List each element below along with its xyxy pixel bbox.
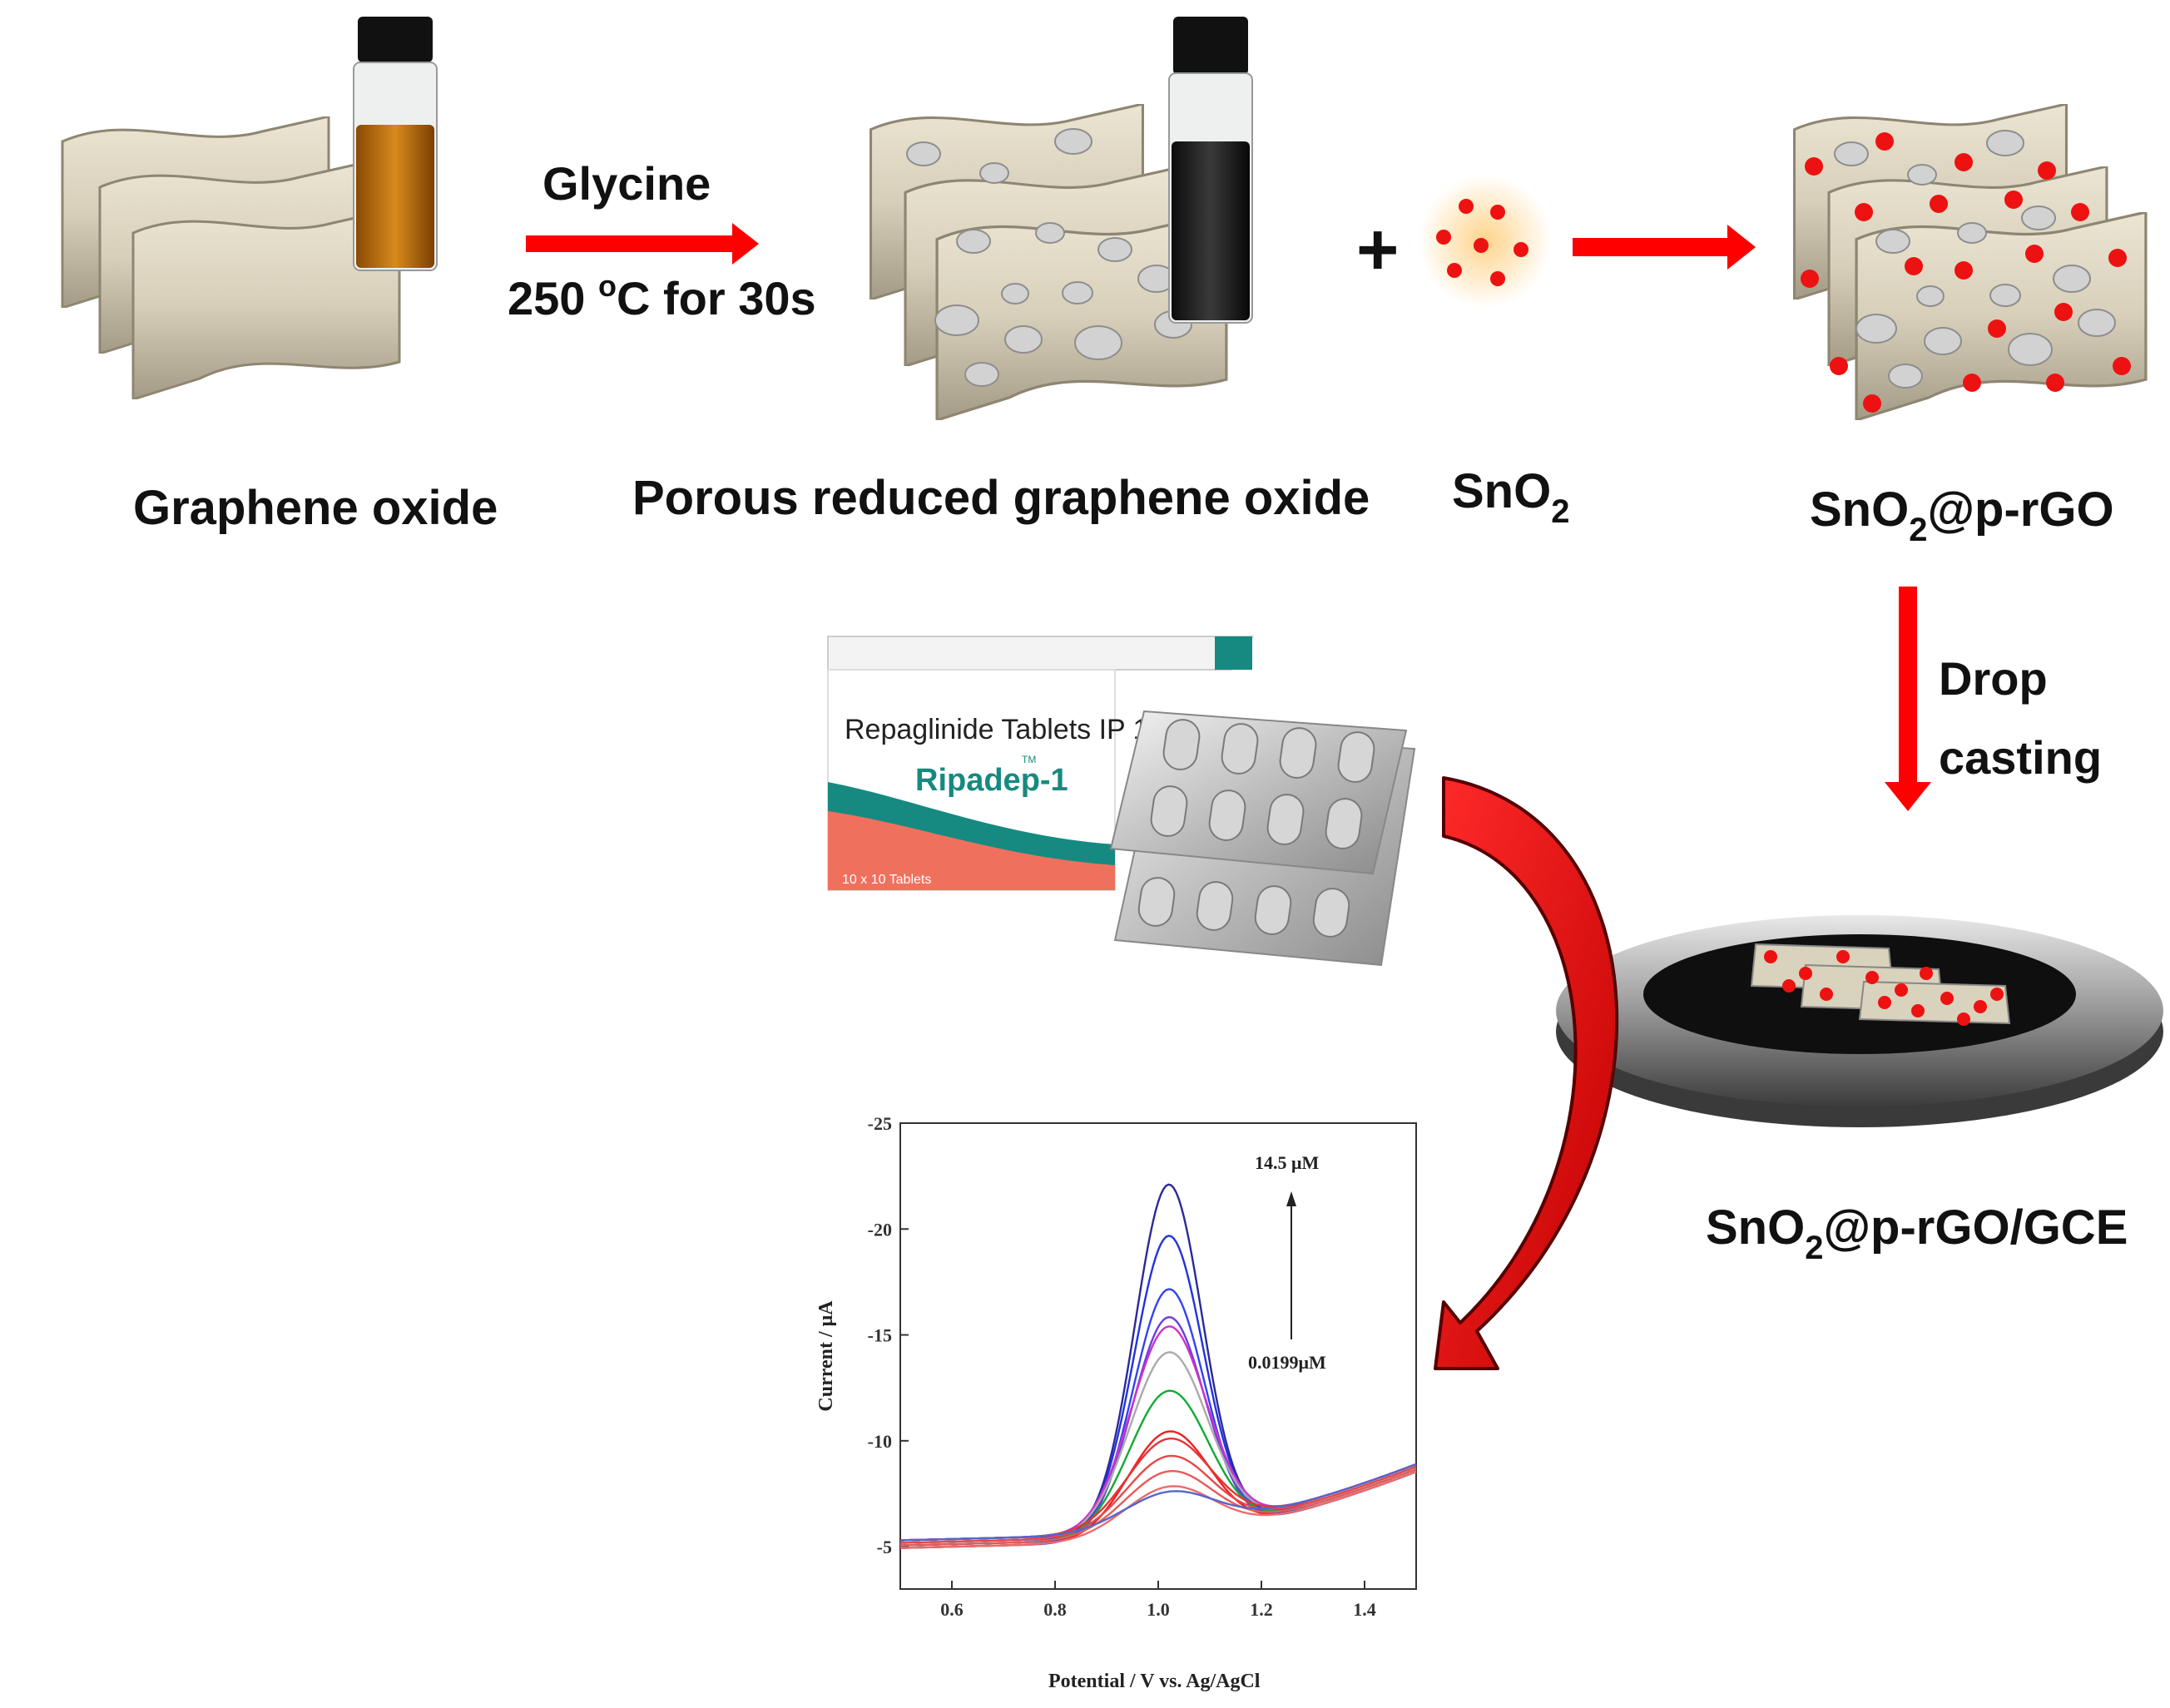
reaction-condition: 250 oC for 30s [508, 269, 816, 324]
dpv-series-line [899, 1470, 1417, 1549]
dpv-series-line [899, 1468, 1417, 1547]
chart-frame [899, 1122, 1417, 1590]
rgo-vial [1168, 17, 1253, 324]
box-count: 10 x 10 Tablets [842, 873, 931, 887]
combine-arrow [1573, 225, 1756, 270]
y-tick-label: -20 [868, 1219, 892, 1240]
drop-casting-arrow [1885, 587, 1931, 811]
annotation-high: 14.5 μM [1255, 1152, 1319, 1173]
medicine-box: 10 x 10 Tablets [827, 636, 1254, 891]
x-tick-label: 1.2 [1250, 1599, 1273, 1620]
porous-rgo-sheets [869, 104, 1228, 420]
casting-label: casting [1939, 731, 2102, 784]
plus-sign: + [1356, 208, 1399, 290]
y-tick-label: -25 [868, 1113, 892, 1134]
brand-tm: TM [1022, 754, 1036, 765]
chart-xlabel: Potential / V vs. Ag/AgCl [1048, 1671, 1261, 1692]
x-tick-label: 1.0 [1147, 1599, 1170, 1620]
graphene-oxide-sheets [61, 116, 401, 399]
graphene-oxide-label: Graphene oxide [133, 481, 498, 535]
x-tick-label: 0.6 [940, 1599, 964, 1620]
sno2-label: SnO2 [1452, 464, 1569, 530]
y-tick-label: -10 [868, 1431, 892, 1452]
x-tick-label: 0.8 [1043, 1599, 1067, 1620]
y-tick-label: -15 [868, 1325, 892, 1346]
dpv-chart: 0.6 0.8 1.0 1.2 1.4 -5 -10 -15 -20 -25 14.5 μM 0.… [815, 1113, 1417, 1692]
brand-name: Ripadep-1 [915, 763, 1068, 798]
drop-label: Drop [1939, 652, 2048, 705]
annotation-low: 0.0199μM [1248, 1352, 1326, 1373]
chart-axes: 0.6 0.8 1.0 1.2 1.4 -5 -10 -15 -20 -25 [868, 1113, 1376, 1620]
blister-pack [1109, 710, 1416, 967]
concentration-arrowhead [1286, 1191, 1296, 1206]
dpv-series-line [899, 1454, 1417, 1544]
x-tick-label: 1.4 [1353, 1599, 1376, 1620]
glycine-label: Glycine [542, 157, 711, 210]
composite-sheets [1792, 104, 2148, 420]
sno2-particles [1419, 175, 1552, 308]
dpv-series-line [899, 1463, 1417, 1542]
composite-label: SnO2@p-rGO [1810, 483, 2114, 548]
glassy-carbon-electrode [1556, 915, 2163, 1127]
y-tick-label: -5 [877, 1537, 892, 1557]
graphene-oxide-vial [353, 17, 438, 271]
curved-flow-arrow [1434, 776, 1619, 1370]
electrode-label: SnO2@p-rGO/GCE [1706, 1201, 2128, 1266]
glycine-arrow [526, 223, 759, 265]
chart-ylabel: Current / μA [815, 1300, 837, 1412]
chart-series-group [899, 1183, 1417, 1549]
porous-rgo-label: Porous reduced graphene oxide [632, 471, 1370, 525]
